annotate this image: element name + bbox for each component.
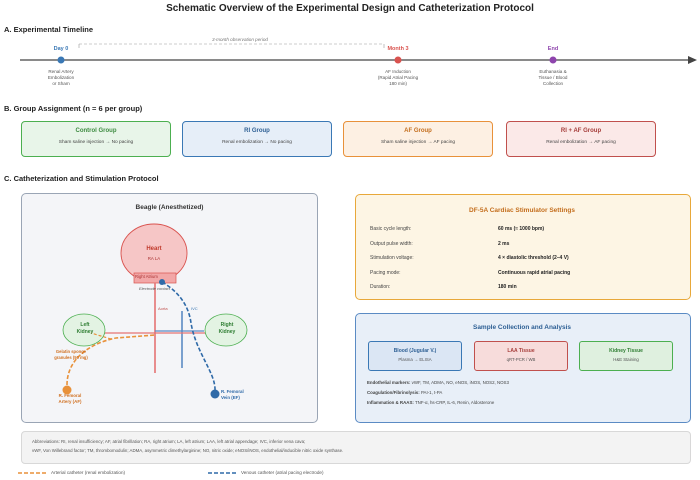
timeline-label-end: End — [547, 46, 559, 52]
protocol-section-title: C. Catheterization and Stimulation Proto… — [4, 174, 159, 183]
stim-value: 4 × diastolic threshold (2–4 V) — [498, 255, 569, 261]
marker-value: vWF, TM, ADMA, NO, eNOS, iNOS, NOS2, NOS… — [411, 380, 509, 385]
marker-row: Coagulation/Fibrinolysis: PAI-1, t-PA — [367, 390, 442, 395]
stim-key: Stimulation voltage: — [370, 255, 414, 261]
embolization-path — [90, 332, 112, 340]
marker-key: Inflammation & RAAS: — [367, 400, 414, 405]
sample-name: LAA Tissue — [507, 348, 535, 354]
abbreviations-line: vWF, Von Willebrand factor; TM, thrombom… — [32, 448, 344, 453]
arterial-legend-label: Arterial catheter (renal embolization) — [51, 470, 126, 475]
sample-box-laa: LAA Tissue qRT-PCR / WB — [474, 341, 568, 371]
timeline-section-title: A. Experimental Timeline — [4, 25, 94, 34]
stimulator-title: DF-5A Cardiac Stimulator Settings — [469, 207, 575, 214]
aorta-label: Aorta — [158, 306, 168, 311]
marker-value: PAI-1, t-PA — [420, 390, 443, 395]
group-card-ri: RI Group Renal embolization → No pacing — [182, 121, 332, 157]
group-name: AF Group — [404, 128, 432, 134]
arterial-legend-swatch — [18, 472, 46, 474]
group-desc: Sham saline injection → AF pacing — [380, 140, 456, 145]
stim-key: Duration: — [370, 284, 391, 290]
venous-catheter-line — [161, 281, 216, 392]
electrode-contact-dot — [159, 279, 165, 285]
heart-label: Heart — [146, 246, 162, 252]
venous-legend-label: Venous catheter (atrial pacing electrode… — [241, 470, 324, 475]
group-desc: Sham saline injection → No pacing — [58, 140, 134, 145]
venous-legend-swatch — [208, 472, 236, 474]
femoral-vein-dot — [210, 389, 220, 399]
groups-section-title: B. Group Assignment (n = 6 per group) — [4, 104, 143, 113]
heart-sub-label: RA LA — [147, 256, 161, 261]
sample-sub: H&E Staining — [613, 357, 639, 362]
observation-period-label: 3-month observation period — [212, 37, 268, 42]
timeline-dot-end — [549, 56, 557, 64]
stim-key: Output pulse width: — [370, 241, 413, 247]
group-desc: Renal embolization → No pacing — [222, 140, 292, 145]
abbreviations-box: Abbreviations: RI, renal insufficiency; … — [21, 431, 691, 464]
marker-row: Inflammation & RAAS: TNF-α, hs-CRP, IL-6… — [367, 400, 494, 405]
group-name: RI + AF Group — [560, 128, 602, 134]
timeline-label-month3: Month 3 — [387, 46, 409, 52]
stim-value: 2 ms — [498, 241, 510, 247]
stim-value: Continuous rapid atrial pacing — [498, 270, 571, 276]
femoral-artery-dot — [62, 385, 72, 395]
right-atrium-label: Right Atrium — [135, 274, 158, 279]
group-card-control: Control Group Sham saline injection → No… — [21, 121, 171, 157]
ivc-label: IVC — [191, 306, 198, 311]
marker-row: Endothelial markers: vWF, TM, ADMA, NO, … — [367, 380, 509, 385]
timeline-dot-day0 — [57, 56, 65, 64]
stim-value: 60 ms (≈ 1000 bpm) — [498, 226, 545, 232]
right-kidney-shape — [204, 313, 248, 347]
arterial-catheter-line — [66, 334, 156, 386]
marker-key: Endothelial markers: — [367, 380, 411, 385]
sample-sub: qRT-PCR / WB — [506, 357, 536, 362]
timeline-axis — [20, 43, 697, 64]
sample-name: Kidney Tissue — [609, 348, 643, 354]
stim-key: Basic cycle length: — [370, 226, 412, 232]
timeline-label-day0: Day 0 — [53, 46, 69, 52]
stimulator-panel — [355, 194, 691, 300]
beagle-title: Beagle (Anesthetized) — [135, 204, 204, 211]
group-desc: Renal embolization → AF pacing — [546, 140, 616, 145]
marker-value: TNF-α, hs-CRP, IL-6, Renin, Aldosterone — [414, 400, 495, 405]
sample-box-blood: Blood (Jugular V.) Plasma → ELISA — [368, 341, 462, 371]
marker-key: Coagulation/Fibrinolysis: — [367, 390, 420, 395]
abbreviations-line: Abbreviations: RI, renal insufficiency; … — [32, 439, 306, 444]
page-title: Schematic Overview of the Experimental D… — [166, 3, 534, 14]
group-name: Control Group — [75, 128, 117, 134]
catheter-diagram — [62, 223, 248, 399]
group-card-ri-af: RI + AF Group Renal embolization → AF pa… — [506, 121, 656, 157]
samples-title: Sample Collection and Analysis — [472, 324, 571, 331]
sample-sub: Plasma → ELISA — [398, 357, 432, 362]
sample-name: Blood (Jugular V.) — [393, 348, 437, 354]
left-kidney-shape — [62, 313, 106, 347]
sample-box-kidney: Kidney Tissue H&E Staining — [579, 341, 673, 371]
group-name: RI Group — [244, 128, 270, 134]
group-card-af: AF Group Sham saline injection → AF paci… — [343, 121, 493, 157]
electrode-contact-label: Electrode contact — [139, 286, 170, 291]
timeline-dot-month3 — [394, 56, 402, 64]
stim-value: 180 min — [498, 284, 517, 290]
stim-key: Pacing mode: — [370, 270, 401, 276]
